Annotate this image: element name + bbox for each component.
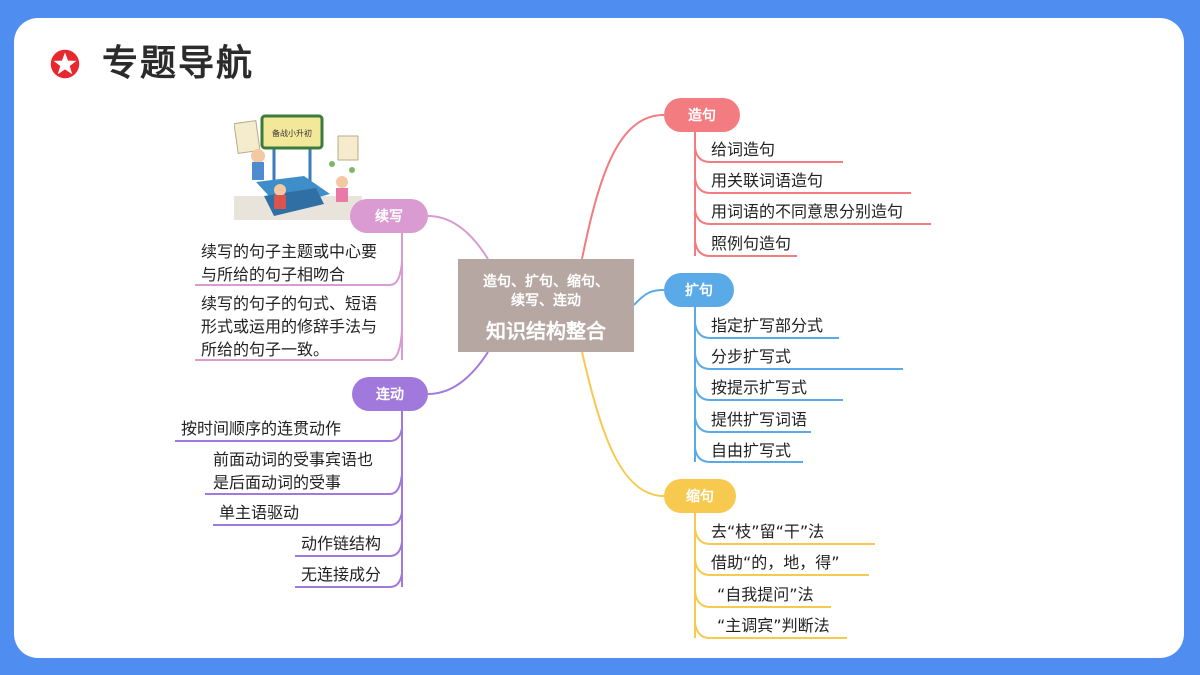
leaf-zaoju-3: 用词语的不同意思分别造句 [711,202,904,221]
leaf-xuxie-2: 续写的句子的句式、短语形式或运用的修辞手法与所给的句子一致。 [201,294,378,359]
leaf-zaoju-4: 照例句造句 [711,234,792,253]
branch-kuoju: 扩句 [664,273,734,307]
leaf-zaoju-1: 给词造句 [711,140,776,159]
leaf-liandong-5: 无连接成分 [301,565,382,584]
center-subtitle-2: 续写、连动 [511,293,581,309]
leaf-liandong-3: 单主语驱动 [219,503,300,522]
center-title: 知识结构整合 [486,319,606,343]
leaf-liandong-1: 按时间顺序的连贯动作 [181,419,342,438]
leaf-suoju-1: 去“枝”留“干”法 [711,522,825,541]
leaf-kuoju-1: 指定扩写部分式 [711,316,824,335]
sign-text: 备战小升初 [272,128,312,138]
leaf-kuoju-3: 按提示扩写式 [711,378,808,397]
leaf-liandong-2: 前面动词的受事宾语也是后面动词的受事 [213,450,374,492]
center-subtitle-1: 造句、扩句、缩句、 [483,274,609,290]
leaf-kuoju-2: 分步扩写式 [711,347,792,366]
leaf-suoju-4: “主调宾”判断法 [717,616,830,635]
leaf-zaoju-2: 用关联词语造句 [711,171,824,190]
leaf-suoju-3: “自我提问”法 [717,585,814,604]
leaf-kuoju-4: 提供扩写词语 [711,410,808,429]
students-illustration: 备战小升初 [234,98,362,220]
leaf-liandong-4: 动作链结构 [301,534,382,553]
leaf-xuxie-1: 续写的句子主题或中心要与所给的句子相吻合 [201,242,378,284]
branch-suoju: 缩句 [664,479,736,513]
leaf-kuoju-5: 自由扩写式 [711,441,792,460]
branch-zaoju: 造句 [664,98,740,132]
branch-xuxie: 续写 [350,199,428,233]
page-title: 专题导航 [102,43,255,84]
leaf-suoju-2: 借助“的，地，得” [711,553,840,572]
star-icon [50,49,80,79]
branch-liandong: 连动 [352,377,428,411]
center-node: 造句、扩句、缩句、 续写、连动 知识结构整合 [458,259,634,352]
